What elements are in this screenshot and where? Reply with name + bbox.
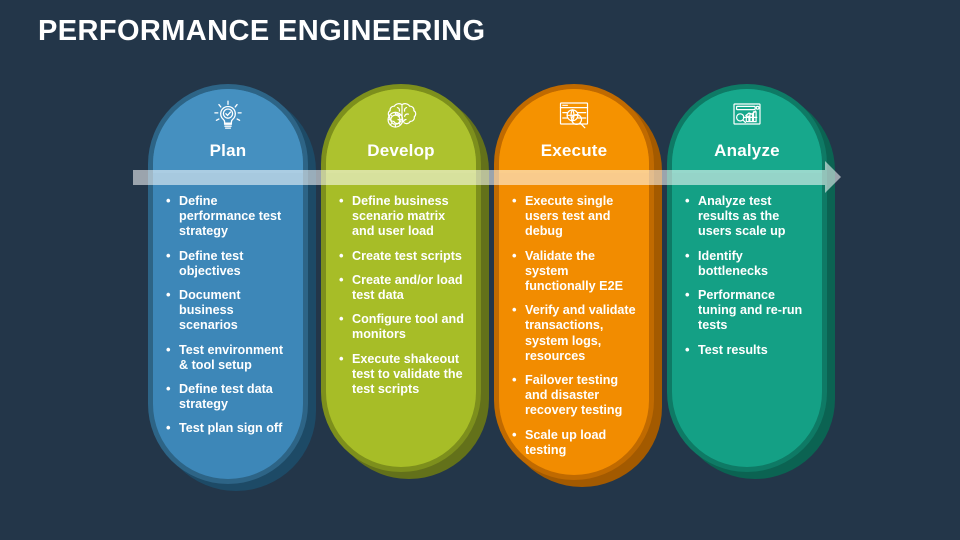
list-item: Execute single users test and debug bbox=[512, 193, 640, 240]
list-item: Define business scenario matrix and user… bbox=[339, 193, 467, 240]
list-item: Failover testing and disaster recovery t… bbox=[512, 372, 640, 419]
page-title: PERFORMANCE ENGINEERING bbox=[38, 15, 486, 47]
list-item: Analyze test results as the users scale … bbox=[685, 193, 813, 240]
list-item: Validate the system functionally E2E bbox=[512, 248, 640, 295]
bullet-list-analyze: Analyze test results as the users scale … bbox=[685, 193, 813, 367]
process-flow-arrow-head bbox=[825, 161, 841, 193]
list-item: Test results bbox=[685, 342, 813, 358]
stage-column-develop[interactable]: Develop Define business scenario matrix … bbox=[321, 84, 489, 479]
list-item: Verify and validate transactions, system… bbox=[512, 302, 640, 364]
bullet-list-execute: Execute single users test and debug Vali… bbox=[512, 193, 640, 467]
stage-column-execute[interactable]: Execute Execute single users test and de… bbox=[494, 84, 662, 487]
lightbulb-check-icon bbox=[148, 92, 308, 140]
bullet-list-plan: Define performance test strategy Define … bbox=[166, 193, 294, 446]
column-title-develop: Develop bbox=[367, 141, 435, 160]
list-item: Define test objectives bbox=[166, 248, 294, 279]
process-flow-arrow-bar bbox=[133, 170, 825, 185]
browser-globe-search-icon bbox=[494, 92, 654, 140]
list-item: Document business scenarios bbox=[166, 287, 294, 334]
column-title-analyze: Analyze bbox=[714, 141, 780, 160]
column-title-execute: Execute bbox=[540, 141, 608, 160]
list-item: Test plan sign off bbox=[166, 420, 294, 436]
list-item: Scale up load testing bbox=[512, 427, 640, 458]
list-item: Test environment & tool setup bbox=[166, 342, 294, 373]
list-item: Configure tool and monitors bbox=[339, 311, 467, 342]
list-item: Define test data strategy bbox=[166, 381, 294, 412]
brain-gear-icon bbox=[321, 92, 481, 140]
bullet-list-develop: Define business scenario matrix and user… bbox=[339, 193, 467, 406]
list-item: Execute shakeout test to validate the te… bbox=[339, 351, 467, 398]
list-item: Create and/or load test data bbox=[339, 272, 467, 303]
list-item: Create test scripts bbox=[339, 248, 467, 264]
list-item: Performance tuning and re-run tests bbox=[685, 287, 813, 334]
list-item: Identify bottlenecks bbox=[685, 248, 813, 279]
stage-column-plan[interactable]: Plan Define performance test strategy De… bbox=[148, 84, 316, 491]
column-title-plan: Plan bbox=[209, 141, 247, 160]
list-item: Define performance test strategy bbox=[166, 193, 294, 240]
stage-column-analyze[interactable]: Analyze Analyze test results as the user… bbox=[667, 84, 835, 479]
chart-magnifier-icon bbox=[667, 92, 827, 140]
